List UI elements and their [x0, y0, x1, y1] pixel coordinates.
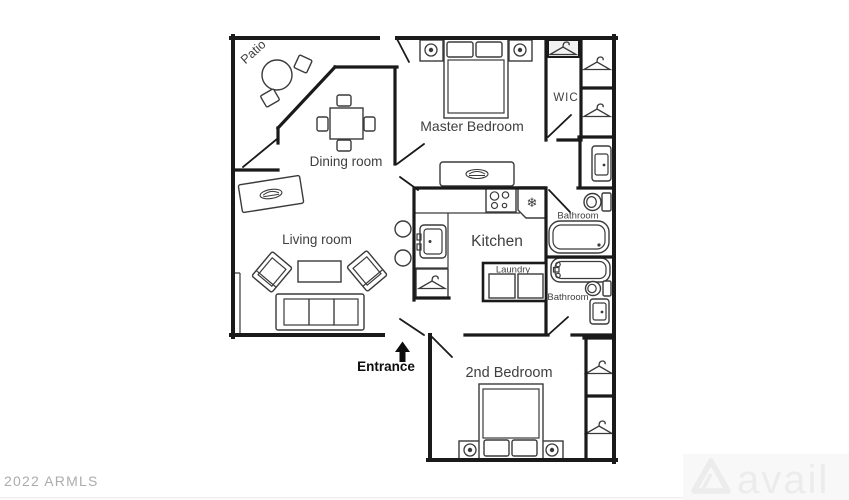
exterior-walls [229, 34, 618, 464]
console-table [237, 174, 305, 214]
stove [485, 186, 517, 213]
toilet-seat [587, 283, 597, 294]
bathtub-inner [552, 224, 606, 250]
patio-chair [293, 54, 313, 74]
tub-drain [597, 243, 601, 247]
tub-faucet [555, 272, 561, 279]
kitchen-counter [414, 212, 520, 269]
dryer [517, 273, 544, 299]
second-bedroom-label: 2nd Bedroom [465, 365, 552, 381]
dining-chair [336, 139, 352, 152]
sofa [275, 293, 365, 331]
interior-walls [231, 36, 616, 460]
hanger-icon [585, 360, 613, 375]
stove-burner [489, 191, 500, 201]
patio-furniture [260, 54, 313, 108]
master-bedroom-furniture [419, 37, 533, 187]
washer [488, 273, 516, 299]
dining-room-label: Dining room [310, 154, 383, 169]
sink-faucet [416, 233, 422, 241]
patio-round-table [261, 59, 293, 91]
pillow [483, 439, 510, 457]
lamp-icon [463, 443, 477, 457]
bathroom-upper-label: Bathroom [557, 211, 598, 222]
master-bed-blanket [447, 59, 505, 114]
patio-chair [260, 88, 280, 108]
laundry-label: Laundry [496, 265, 531, 276]
wic-label: WIC [553, 92, 578, 104]
lamp-icon [424, 43, 438, 57]
second-bed-blanket [482, 388, 540, 439]
dresser [439, 161, 515, 187]
kitchen-fixtures: ❄ [414, 186, 547, 299]
master-bedroom-label: Master Bedroom [420, 118, 523, 134]
dining-table [329, 107, 364, 140]
hanger-icon [583, 103, 611, 118]
bathroom-lower-fixtures [550, 257, 612, 325]
sink-drain [602, 163, 606, 167]
brand-logo-icon [700, 473, 720, 493]
lamp-icon [545, 443, 559, 457]
dining-chair [363, 116, 376, 132]
bar-stool [394, 220, 412, 238]
dining-chair [316, 116, 329, 132]
bathtub [548, 220, 610, 254]
walls-layer [229, 34, 618, 464]
armchair [251, 251, 293, 293]
bathroom-sink-basin [592, 302, 607, 321]
kitchen-label: Kitchen [471, 233, 523, 250]
patio-label: Patio [238, 37, 269, 67]
bathroom-sink [589, 298, 610, 325]
fridge-snowflake-icon: ❄ [527, 195, 538, 210]
furniture-layer: ❄ [233, 37, 613, 460]
dining-chair [336, 94, 352, 107]
brand-watermark-text: avail [737, 458, 829, 500]
pillow [475, 41, 503, 58]
stove-burner [501, 191, 510, 199]
coffee-table [297, 260, 342, 283]
dining-set [316, 94, 376, 152]
bathroom-upper-fixtures [548, 145, 612, 254]
door-swings [242, 38, 572, 358]
lamp-icon [513, 43, 527, 57]
living-room-furniture [233, 174, 412, 333]
living-room-label: Living room [282, 232, 352, 247]
kitchen-sink-basin [423, 228, 443, 255]
toilet-tank [602, 280, 612, 297]
kitchen-sink [419, 224, 447, 259]
stove-burner [490, 201, 499, 210]
toilet-seat [586, 196, 597, 209]
hanger-icon [583, 56, 611, 71]
bottom-rule [0, 497, 849, 499]
sink-drain [428, 240, 432, 243]
tub-faucet [555, 261, 561, 268]
bar-stool [394, 249, 412, 267]
vanity-basin [594, 153, 609, 176]
stove-burner [501, 202, 508, 209]
entrance-arrow-icon [395, 341, 410, 362]
second-bedroom-furniture [458, 383, 564, 460]
sink-faucet [416, 243, 422, 251]
armchair [346, 250, 388, 292]
entrance-label: Entrance [357, 359, 415, 374]
hanger-icon [585, 420, 613, 435]
tub-control [552, 266, 560, 273]
pillow [511, 439, 538, 457]
toilet-tank [601, 192, 612, 212]
photo-credit-watermark: 2022 ARMLS [4, 473, 99, 489]
kitchen-closet [415, 268, 449, 299]
bathroom-lower-label: Bathroom [547, 292, 588, 303]
watermarks-layer: 2022 ARMLS avail [0, 454, 849, 500]
sink-drain [600, 310, 604, 314]
sofa-cushion [333, 298, 359, 326]
pillow [446, 41, 474, 58]
bathtub-inner [554, 260, 607, 280]
vanity-sink [591, 145, 612, 182]
